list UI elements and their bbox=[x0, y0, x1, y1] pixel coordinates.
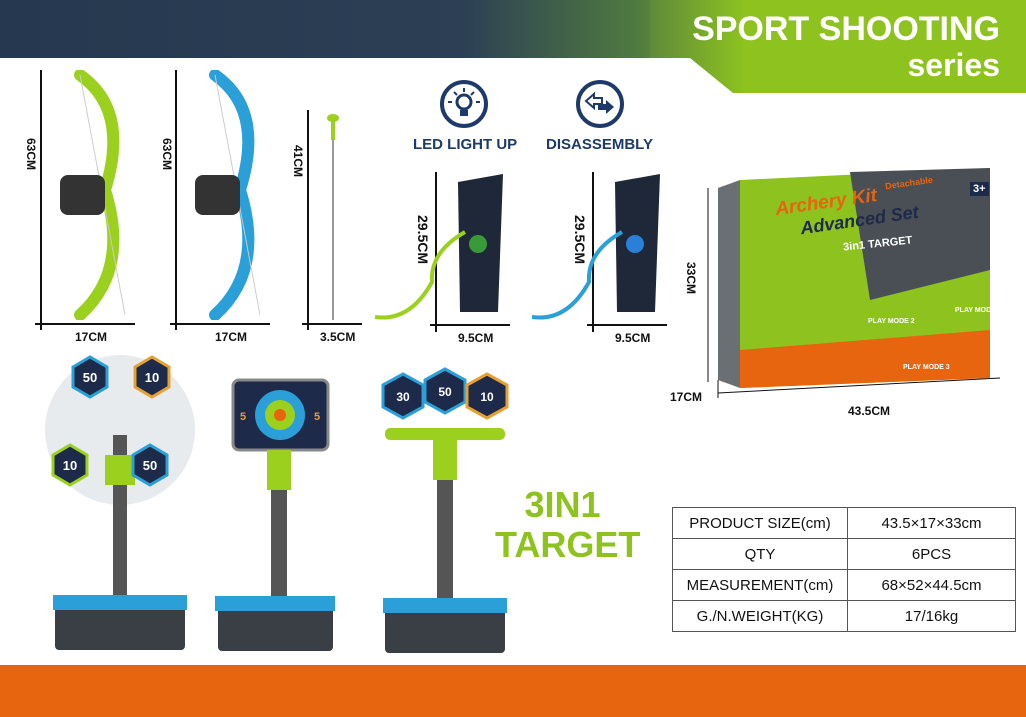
bow-blue-height: 63CM bbox=[160, 138, 174, 171]
box-width: 43.5CM bbox=[848, 404, 891, 418]
promo-line1: 3IN1 bbox=[524, 484, 601, 525]
blue-quiver-image bbox=[531, 174, 660, 320]
bow-green-height: 63CM bbox=[24, 138, 38, 171]
spec-value: 6PCS bbox=[847, 538, 1016, 570]
box-mode2: PLAY MODE 2 bbox=[868, 318, 915, 325]
spinning-target-image: 50 10 10 50 bbox=[45, 355, 195, 650]
spec-value: 43.5×17×33cm bbox=[847, 507, 1016, 539]
disassembly-arrows-icon bbox=[576, 80, 624, 128]
spec-label: QTY bbox=[672, 538, 848, 570]
spec-label: PRODUCT SIZE(cm) bbox=[672, 507, 848, 539]
row-score: 10 bbox=[480, 390, 494, 404]
spinner-score: 50 bbox=[83, 370, 97, 385]
quiver-blue-width: 9.5CM bbox=[615, 331, 651, 345]
row-score: 50 bbox=[438, 385, 452, 399]
dim-line bbox=[592, 172, 594, 332]
arrow-image bbox=[327, 114, 339, 320]
board-score: 5 bbox=[240, 411, 246, 423]
led-bulb-icon bbox=[440, 80, 488, 128]
row-score: 30 bbox=[396, 390, 410, 404]
green-bow-image bbox=[60, 70, 126, 320]
arrow-height: 41CM bbox=[291, 145, 305, 178]
box-height: 33CM bbox=[684, 262, 698, 295]
board-score: 5 bbox=[314, 411, 320, 423]
dim-line bbox=[170, 323, 270, 325]
box-depth: 17CM bbox=[670, 390, 703, 404]
feature-disassembly-label: DISASSEMBLY bbox=[546, 136, 653, 153]
quiver-green-width: 9.5CM bbox=[458, 331, 494, 345]
quiver-green-height: 29.5CM bbox=[415, 215, 431, 265]
package-box-image bbox=[707, 168, 1001, 398]
table-row: PRODUCT SIZE(cm)43.5×17×33cm bbox=[672, 507, 1016, 539]
table-row: G./N.WEIGHT(KG)17/16kg bbox=[672, 600, 1016, 632]
series-subtitle: series bbox=[907, 47, 1000, 83]
blue-bow-image bbox=[195, 70, 261, 320]
dim-line bbox=[175, 70, 177, 330]
dim-line bbox=[435, 172, 437, 332]
spec-value: 68×52×44.5cm bbox=[847, 569, 1016, 601]
title-banner bbox=[650, 0, 1026, 93]
bow-blue-width: 17CM bbox=[215, 330, 248, 344]
dim-line bbox=[307, 110, 309, 330]
dim-line bbox=[35, 323, 135, 325]
green-quiver-image bbox=[374, 174, 503, 320]
series-title: SPORT SHOOTING bbox=[692, 10, 1000, 48]
spec-value: 17/16kg bbox=[847, 600, 1016, 632]
box-mode1: PLAY MODE 1 bbox=[955, 307, 1002, 314]
spec-label: MEASUREMENT(cm) bbox=[672, 569, 848, 601]
table-row: MEASUREMENT(cm)68×52×44.5cm bbox=[672, 569, 1016, 601]
spinner-score: 10 bbox=[63, 458, 77, 473]
spinner-score: 50 bbox=[143, 458, 157, 473]
bow-green-width: 17CM bbox=[75, 330, 108, 344]
spinner-score: 10 bbox=[145, 370, 159, 385]
dim-line bbox=[302, 323, 362, 325]
quiver-blue-height: 29.5CM bbox=[572, 215, 588, 265]
feature-led-label: LED LIGHT UP bbox=[413, 136, 518, 153]
box-age-badge: 3+ bbox=[970, 182, 989, 196]
dim-line bbox=[430, 324, 510, 326]
box-mode3: PLAY MODE 3 bbox=[903, 364, 950, 371]
dim-line bbox=[40, 70, 42, 330]
dim-line bbox=[587, 324, 667, 326]
spec-label: G./N.WEIGHT(KG) bbox=[672, 600, 848, 632]
promo-line2: TARGET bbox=[495, 524, 641, 565]
footer-bar bbox=[0, 665, 1026, 717]
triple-target-image: 30 50 10 bbox=[381, 367, 509, 653]
arrow-width: 3.5CM bbox=[320, 330, 356, 344]
